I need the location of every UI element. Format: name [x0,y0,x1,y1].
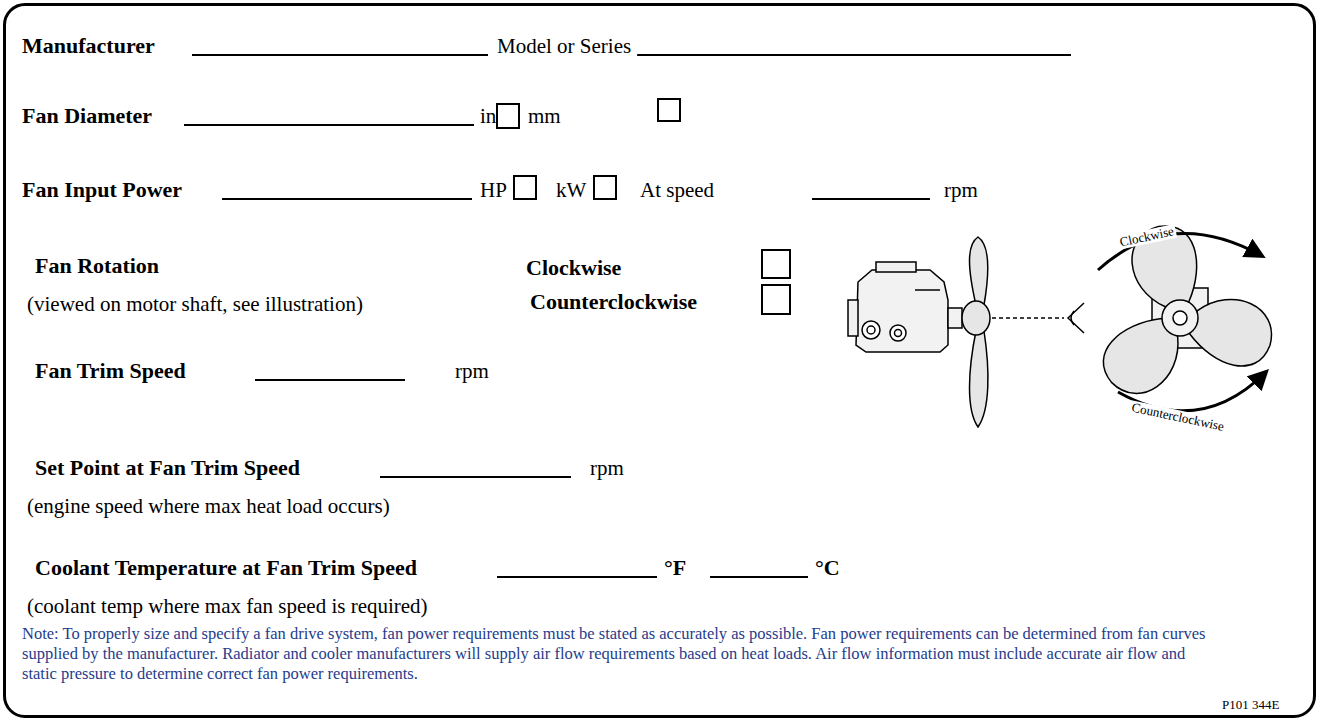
motor-body [856,270,948,352]
unit-label: HP [480,178,507,202]
option-label: Counterclockwise [530,290,697,314]
motor-flange [848,300,858,336]
fill-in-line [380,476,571,478]
sight-line [992,317,1064,319]
fill-in-line [710,576,808,578]
motor-detail [915,289,940,291]
checkbox [514,176,536,199]
form-frame: Manufacturer Model or SeriesFan Diameter i… [3,3,1316,718]
unit-label: °F [664,556,686,580]
unit-label: in [480,104,496,128]
field-label: At speed [640,178,714,202]
field-label: Fan Diameter [22,104,152,128]
fan-blade [1184,288,1280,374]
fan-blade [970,237,988,305]
motor-shaft [948,308,962,328]
field-hint: (engine speed where max heat load occurs… [27,494,390,518]
unit-label: °C [815,556,840,580]
fill-in-line [192,54,488,56]
fan-hub [962,301,990,335]
fill-in-line [497,576,657,578]
field-hint: (coolant temp where max fan speed is req… [27,594,428,618]
field-label: Coolant Temperature at Fan Trim Speed [35,556,417,580]
eye-outline [1068,303,1084,333]
motor-port [867,326,875,334]
checkbox [497,104,519,128]
checkbox [762,285,790,314]
fan-hub [1173,311,1187,325]
unit-label: mm [528,104,561,128]
fill-in-line [812,198,930,200]
field-label: Fan Rotation [35,254,159,278]
eye-pupil [1071,311,1074,325]
field-label: Manufacturer [22,34,155,58]
part-number: P101 344E [1222,697,1279,713]
fill-in-line [222,198,472,200]
option-label: Clockwise [526,256,621,280]
fan-blade [1091,306,1194,407]
fill-in-line [255,379,405,381]
unit-label: rpm [590,456,624,480]
rotation-label: Clockwise [1117,224,1178,250]
motor-port [890,325,906,341]
checkbox [658,99,680,121]
motor-port [862,321,880,339]
checkbox [762,250,790,278]
fill-in-line [637,54,1071,56]
motor-port [876,262,916,272]
field-label: Fan Trim Speed [35,359,186,383]
motor-side-view [848,262,962,352]
unit-label: rpm [944,178,978,202]
fan-blade [970,331,988,427]
field-hint: (viewed on motor shaft, see illustration… [27,292,363,316]
rotation-label: Counterclockwise [1129,400,1228,434]
fan-front-view [1091,220,1280,407]
checkboxes [497,99,790,314]
unit-label: kW [556,178,586,202]
fan-side-view [962,237,990,427]
field-label: Fan Input Power [22,178,182,202]
field-label: Model or Series [497,34,631,58]
eye-symbol [1068,303,1084,333]
field-label: Set Point at Fan Trim Speed [35,456,300,480]
motor-port [895,330,902,337]
fill-in-line [184,124,474,126]
unit-label: rpm [455,359,489,383]
fan-hub [1162,300,1198,336]
checkbox [594,176,616,199]
note-text: Note: To properly size and specify a fan… [22,624,1212,684]
